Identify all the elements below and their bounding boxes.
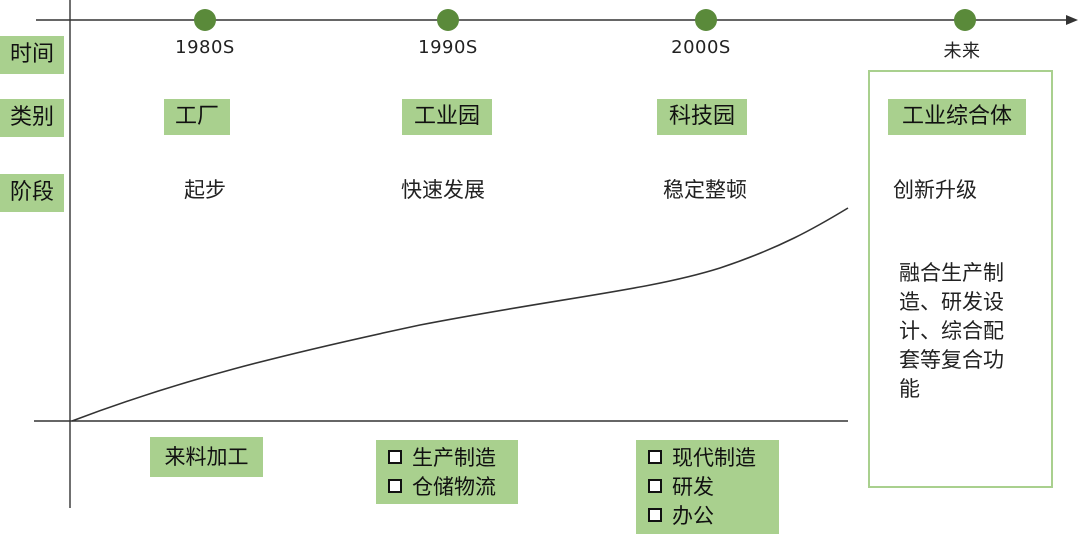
- stage-rapid-development: 快速发展: [401, 178, 485, 202]
- function-item-label: 仓储物流: [412, 475, 496, 499]
- timeline-dot-1980s: [194, 9, 216, 31]
- row-label-stage: 阶段: [0, 174, 64, 212]
- future-description: 融合生产制造、研发设计、综合配套等复合功能: [899, 261, 1004, 401]
- future-frame: [868, 70, 1053, 488]
- list-item: 生产制造: [388, 444, 518, 473]
- era-1980s: 1980S: [175, 37, 235, 58]
- era-2000s: 2000S: [671, 37, 731, 58]
- era-1990s: 1990S: [418, 37, 478, 58]
- timeline-dot-1990s: [437, 9, 459, 31]
- row-label-category: 类别: [0, 99, 64, 137]
- functions-2000s: 现代制造 研发 办公: [636, 440, 779, 534]
- list-item: 研发: [648, 473, 779, 502]
- growth-curve: [71, 207, 849, 422]
- category-factory: 工厂: [164, 99, 230, 135]
- checkbox-icon: [648, 479, 662, 493]
- list-item: 办公: [648, 502, 779, 531]
- era-future: 未来: [943, 41, 981, 62]
- function-item-label: 办公: [672, 504, 714, 528]
- list-item: 现代制造: [648, 444, 779, 473]
- stage-stable-consolidation: 稳定整顿: [663, 178, 747, 202]
- checkbox-icon: [388, 450, 402, 464]
- function-item-label: 研发: [672, 475, 714, 499]
- checkbox-icon: [648, 508, 662, 522]
- functions-1990s: 生产制造 仓储物流: [376, 440, 518, 504]
- category-industrial-park: 工业园: [402, 99, 492, 135]
- category-industrial-complex: 工业综合体: [888, 99, 1026, 135]
- timeline-dot-future: [954, 9, 976, 31]
- checkbox-icon: [388, 479, 402, 493]
- timeline-arrowhead: [1066, 15, 1078, 25]
- timeline-dot-2000s: [695, 9, 717, 31]
- row-label-time: 时间: [0, 36, 64, 74]
- checkbox-icon: [648, 450, 662, 464]
- function-item-label: 现代制造: [672, 446, 756, 470]
- function-item-label: 生产制造: [412, 446, 496, 470]
- function-item-label: 来料加工: [164, 445, 249, 469]
- stage-start: 起步: [184, 178, 226, 202]
- category-tech-park: 科技园: [657, 99, 747, 135]
- list-item: 仓储物流: [388, 473, 518, 502]
- stage-innovation-upgrade: 创新升级: [893, 178, 977, 202]
- functions-1980s: 来料加工: [150, 437, 263, 477]
